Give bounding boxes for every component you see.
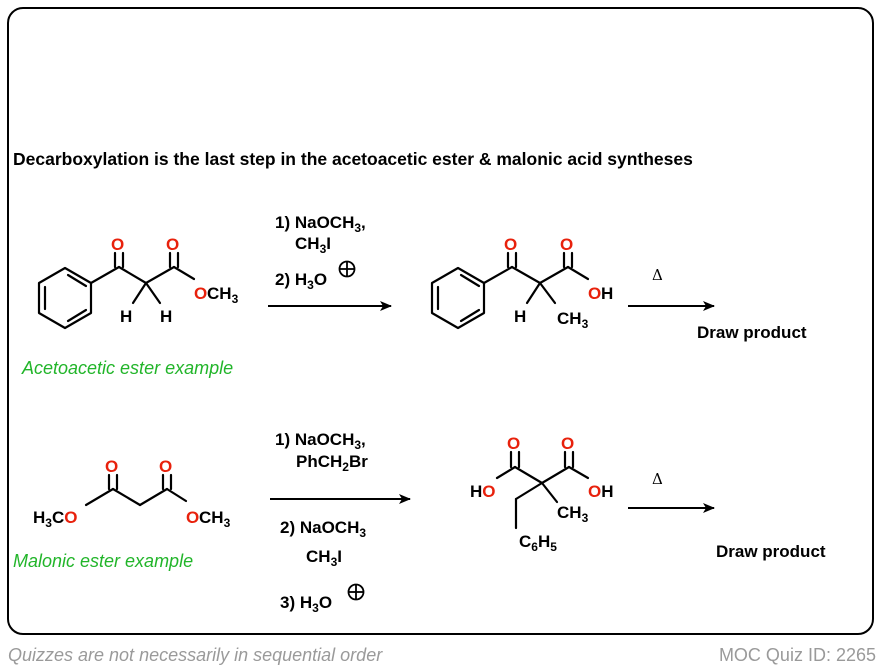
int2-carbonyl-oxygen-1: O	[507, 434, 520, 453]
diagram-title: Decarboxylation is the last step in the …	[13, 149, 693, 169]
oplus-icon	[347, 583, 365, 601]
sm1-ketone-oxygen: O	[111, 235, 124, 254]
r1-reagent-step2: 2) H3O	[275, 270, 327, 292]
int2-left-hydroxyl: HO	[470, 482, 496, 501]
malonic-example-label: Malonic ester example	[13, 551, 193, 571]
diagram-frame	[7, 7, 874, 635]
quiz-id: MOC Quiz ID: 2265	[718, 645, 876, 665]
sm2-right-oxygen: O	[186, 508, 199, 527]
int2-methyl: CH3	[557, 503, 589, 525]
sm2-left-methoxy: H3CO	[33, 508, 77, 530]
r1-reagent-step1: 1) NaOCH3,	[275, 213, 366, 235]
sm1-carbonyl-oxygen: O	[166, 235, 179, 254]
acetoacetic-intermediate	[430, 251, 590, 330]
int1-hydrogen: H	[514, 307, 526, 326]
int2-phenyl: C6H5	[519, 532, 557, 554]
sm2-right-methyl: CH3	[199, 508, 231, 530]
int1-hydroxyl-oxygen: O	[588, 284, 601, 303]
acetoacetic-example-label: Acetoacetic ester example	[21, 358, 233, 378]
malonic-starting-material	[84, 473, 188, 507]
sm1-hydrogen-1: H	[120, 307, 132, 326]
r2-reagent-step2: 2) NaOCH3	[280, 518, 366, 540]
int1-ketone-oxygen: O	[504, 235, 517, 254]
sm1-methyl: CH3	[207, 284, 239, 306]
acetoacetic-starting-material	[37, 251, 196, 330]
sm2-carbonyl-oxygen-1: O	[105, 457, 118, 476]
int1-methyl: CH3	[557, 309, 589, 331]
r2-reagent-step1b: PhCH2Br	[296, 452, 368, 474]
r1-reagent-step1b: CH3I	[295, 234, 331, 256]
r2-draw-product: Draw product	[716, 542, 826, 561]
int1-hydroxyl-hydrogen: H	[601, 284, 613, 303]
int1-carbonyl-oxygen: O	[560, 235, 573, 254]
r2-reagent-step3: 3) H3O	[280, 593, 332, 615]
footer-note: Quizzes are not necessarily in sequentia…	[8, 645, 383, 665]
sm1-hydrogen-2: H	[160, 307, 172, 326]
r2-reagent-step1: 1) NaOCH3,	[275, 430, 366, 452]
malonic-intermediate	[495, 450, 590, 530]
r1-delta-heat: Δ	[652, 266, 663, 284]
int2-carbonyl-oxygen-2: O	[561, 434, 574, 453]
sm1-ester-oxygen: O	[194, 284, 207, 303]
int2-right-hydroxyl: OH	[588, 482, 614, 501]
r1-draw-product: Draw product	[697, 323, 807, 342]
r2-reagent-step2b: CH3I	[306, 547, 342, 569]
sm2-carbonyl-oxygen-2: O	[159, 457, 172, 476]
r2-delta-heat: Δ	[652, 470, 663, 488]
oplus-icon	[338, 260, 356, 278]
